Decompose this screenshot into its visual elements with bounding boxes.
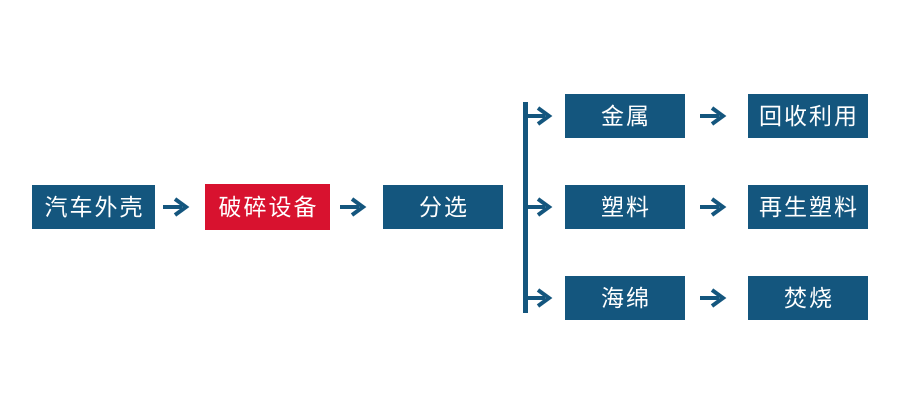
branch-arrow-icon [526,106,553,126]
node-crushing-equipment-label: 破碎设备 [218,193,319,220]
branch-arrow-icon [526,197,553,217]
node-plastic: 塑料 [565,185,685,229]
node-car-shell: 汽车外壳 [32,185,155,229]
node-crushing-equipment: 破碎设备 [205,184,330,230]
node-recycled-plastic-label: 再生塑料 [759,193,859,220]
branch-arrow-icon [526,288,553,308]
node-recycled-plastic: 再生塑料 [748,185,868,229]
node-plastic-label: 塑料 [601,193,651,220]
node-metal: 金属 [565,94,685,138]
flow-arrow-icon [700,106,727,126]
node-recycling-label: 回收利用 [759,102,859,129]
node-incineration: 焚烧 [748,276,868,320]
flow-arrow-icon [700,197,727,217]
node-metal-label: 金属 [601,102,651,129]
node-incineration-label: 焚烧 [784,284,834,311]
node-sponge: 海绵 [565,276,685,320]
flow-arrow-icon [700,288,727,308]
node-sponge-label: 海绵 [601,284,651,311]
branch-line [523,102,528,313]
node-sorting: 分选 [383,185,503,229]
node-car-shell-label: 汽车外壳 [44,193,145,220]
flow-arrow-icon [340,197,367,217]
node-recycling: 回收利用 [748,94,868,138]
node-sorting-label: 分选 [419,193,469,220]
flow-arrow-icon [163,197,190,217]
